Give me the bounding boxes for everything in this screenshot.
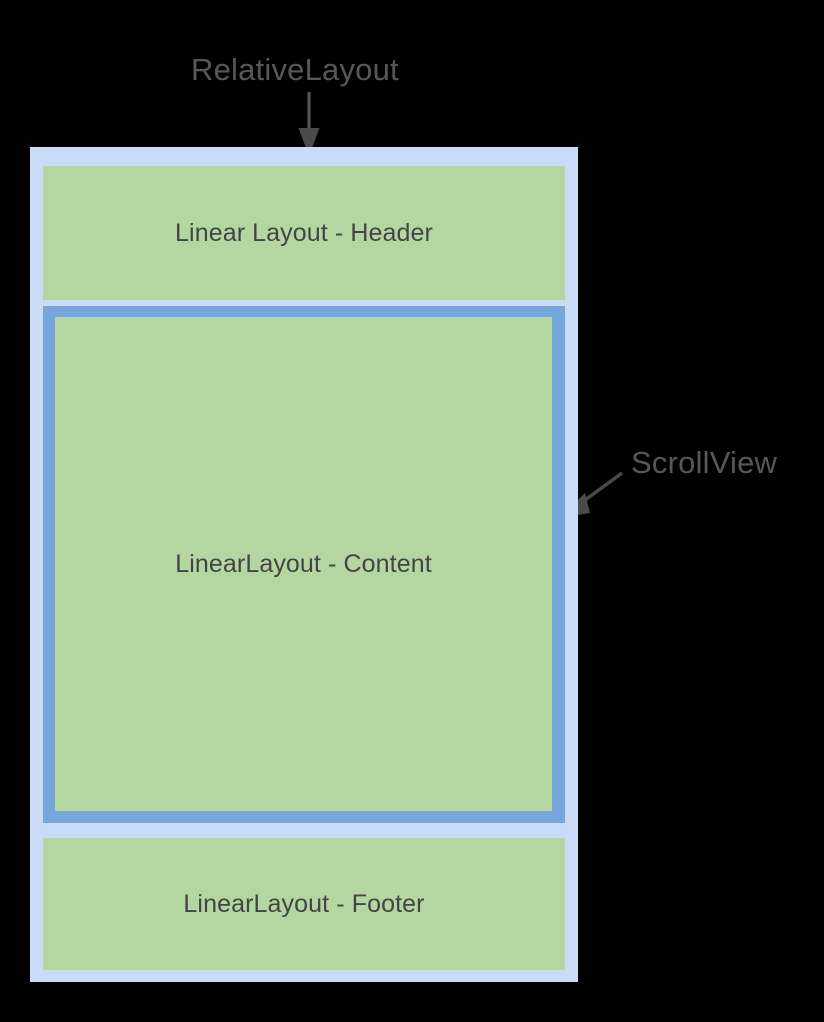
linearlayout-content-label: LinearLayout - Content [175, 549, 432, 578]
linearlayout-footer-box: LinearLayout - Footer [43, 838, 565, 970]
linearlayout-content-box: LinearLayout - Content [55, 317, 552, 811]
scrollview-container: LinearLayout - Content [43, 306, 565, 823]
annotation-label-relativelayout: RelativeLayout [191, 52, 399, 87]
linearlayout-footer-label: LinearLayout - Footer [183, 889, 425, 918]
relativelayout-container: Linear Layout - Header LinearLayout - Co… [30, 147, 578, 982]
annotation-label-scrollview: ScrollView [631, 445, 778, 480]
linearlayout-header-box: Linear Layout - Header [43, 166, 565, 300]
linearlayout-header-label: Linear Layout - Header [175, 218, 433, 247]
